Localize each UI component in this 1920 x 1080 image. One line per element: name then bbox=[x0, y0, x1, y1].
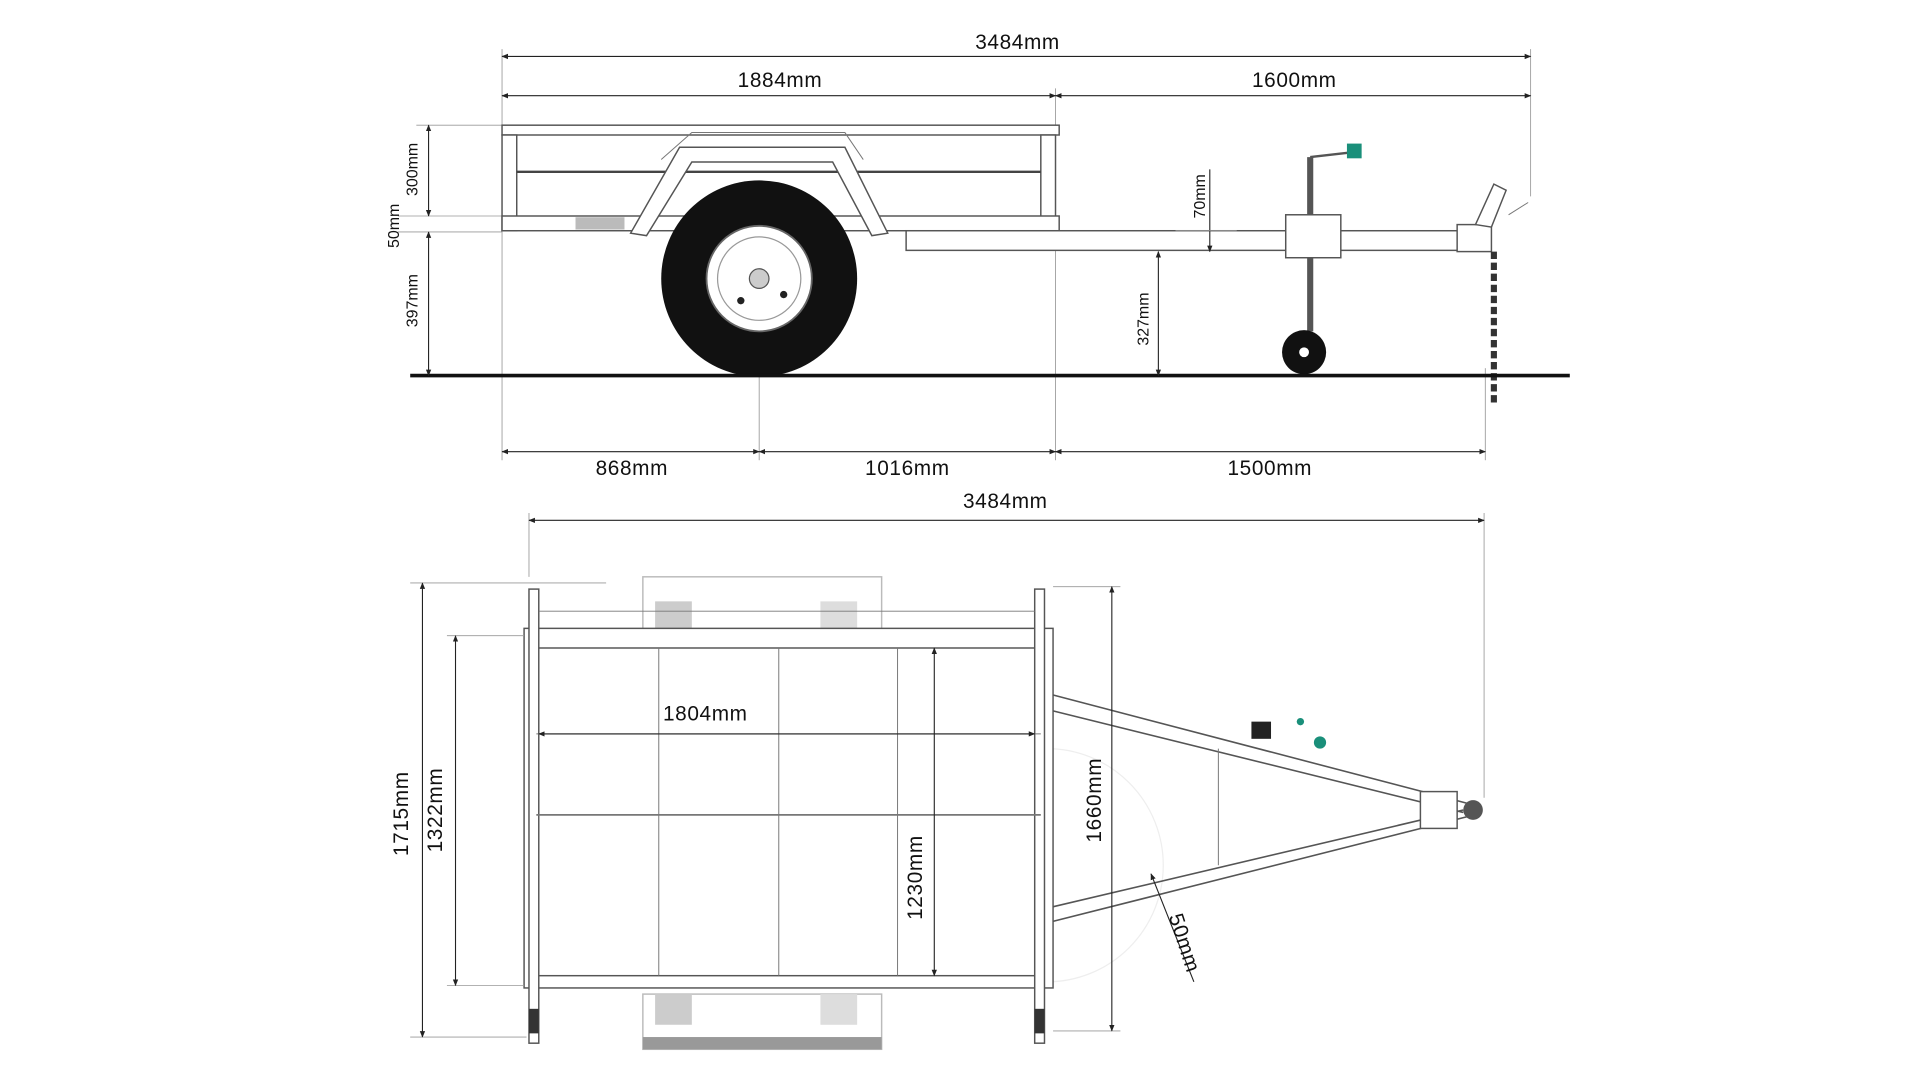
dim-drawbar-drop: 70mm bbox=[1192, 174, 1209, 218]
dim-track-width: 1660mm bbox=[1083, 758, 1106, 843]
dim-drawbar-clearance: 327mm bbox=[1136, 293, 1153, 346]
dim-frame-height: 50mm bbox=[386, 204, 403, 248]
dim-drawbar-length: 1600mm bbox=[1252, 69, 1337, 92]
dim-front-to-coupler: 1500mm bbox=[1227, 457, 1312, 480]
dim-overall-length-side: 3484mm bbox=[975, 31, 1060, 54]
wheels-top bbox=[642, 576, 883, 1051]
dim-rear-to-axle: 868mm bbox=[596, 457, 668, 480]
trailer-body-top bbox=[523, 588, 1054, 1044]
dim-side-height: 300mm bbox=[405, 143, 422, 196]
dim-inner-length: 1804mm bbox=[663, 702, 748, 725]
dim-frame-clearance: 397mm bbox=[405, 274, 422, 327]
dim-overall-width: 1715mm bbox=[390, 771, 413, 856]
dim-body-length: 1884mm bbox=[738, 69, 823, 92]
side-view: 3484mm 1884mm 1600mm 300mm 50mm 397mm 70… bbox=[386, 31, 1570, 480]
dim-overall-length-top: 3484mm bbox=[963, 490, 1048, 513]
dim-body-width: 1322mm bbox=[424, 768, 447, 853]
coupler-side bbox=[1456, 183, 1529, 405]
dim-drawbar-tube: 50mm bbox=[1164, 911, 1204, 976]
dim-axle-to-front: 1016mm bbox=[865, 457, 950, 480]
dim-inner-width: 1230mm bbox=[904, 835, 927, 920]
extension-lines bbox=[397, 49, 1532, 461]
top-view: 3484mm bbox=[390, 490, 1485, 1051]
wheel-side bbox=[661, 180, 858, 377]
jockey-wheel bbox=[1282, 143, 1362, 375]
